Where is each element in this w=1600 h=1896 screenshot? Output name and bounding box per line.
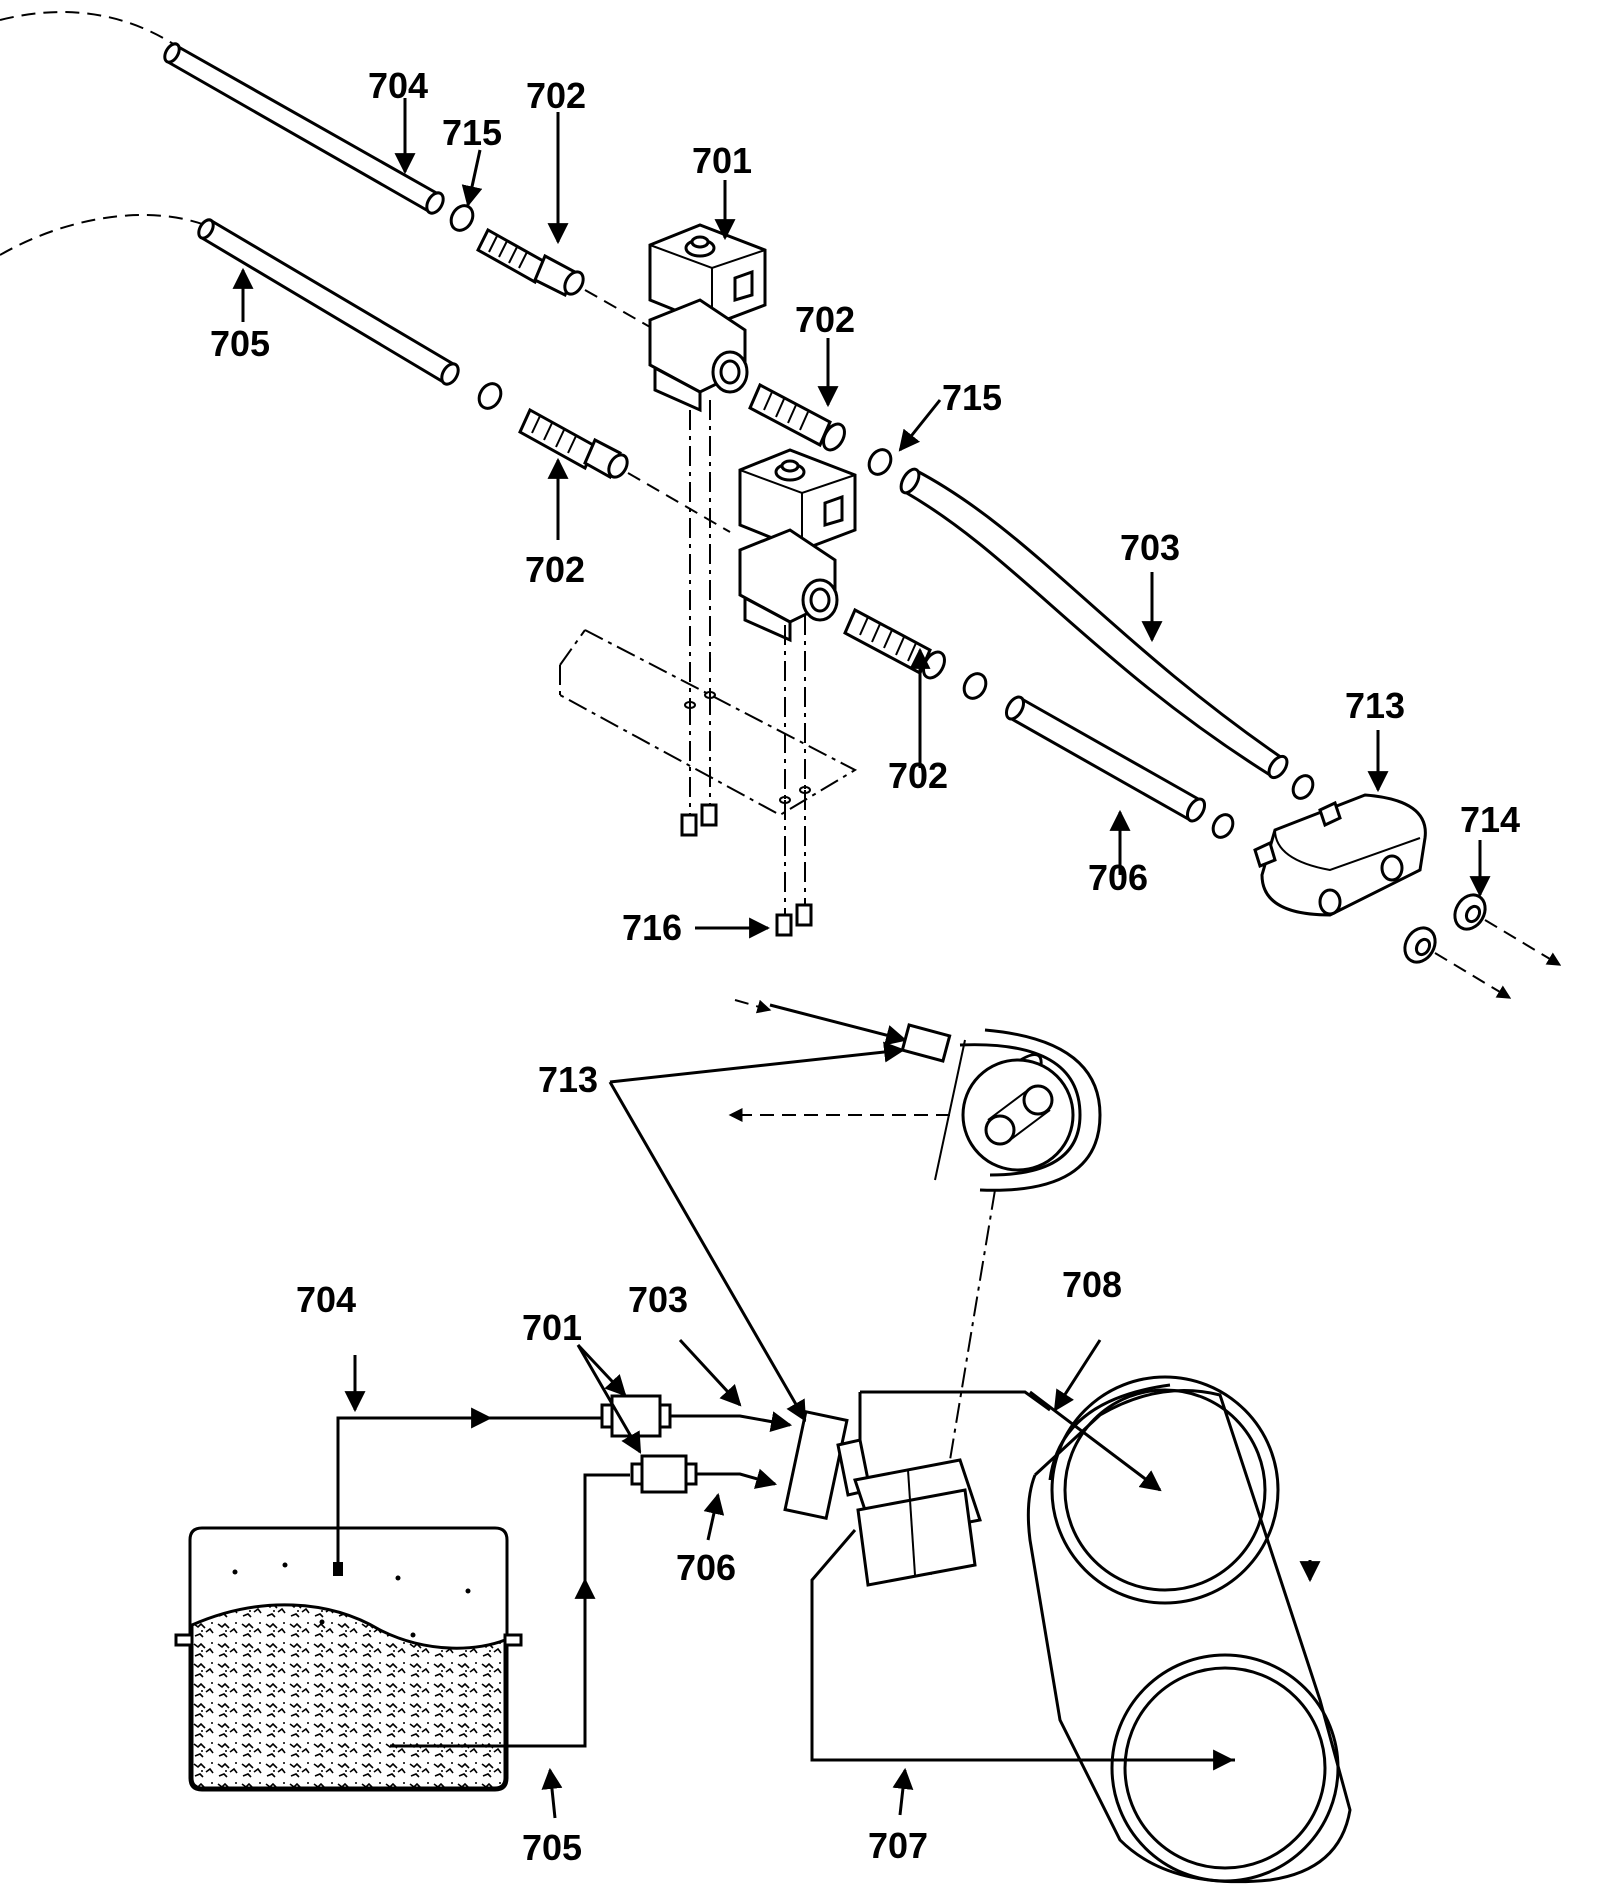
solenoid-valve-701-lower — [738, 448, 857, 643]
clamp-715-lower — [477, 382, 503, 410]
liquid — [190, 1603, 507, 1790]
supply-line-upper — [0, 11, 176, 46]
label-703-top: 703 — [1120, 527, 1180, 568]
hose-703 — [899, 467, 1289, 780]
fitting-702-upper — [476, 227, 585, 298]
part-labels: 704 715 702 701 705 702 715 702 703 713 … — [210, 65, 1520, 1868]
label-706-top: 706 — [1088, 857, 1148, 898]
label-702-top: 702 — [526, 75, 586, 116]
label-701-top: 701 — [692, 140, 752, 181]
fitting-702-lower-left — [518, 407, 629, 480]
label-713-bottom: 713 — [538, 1059, 598, 1100]
line-707 — [810, 1529, 1235, 1762]
clamp-715-upper — [449, 204, 475, 232]
label-705-bottom: 705 — [522, 1827, 582, 1868]
manifold-713-schematic — [783, 1409, 849, 1521]
label-701-bottom: 701 — [522, 1307, 582, 1348]
label-702-right: 702 — [795, 299, 855, 340]
supply-line-lower — [0, 214, 206, 256]
line-704 — [336, 1416, 610, 1572]
line-703 — [670, 1411, 793, 1432]
label-704-top: 704 — [368, 65, 428, 106]
pump-head — [728, 999, 1102, 1192]
hose-705 — [197, 218, 460, 386]
label-713-top: 713 — [1345, 685, 1405, 726]
label-716: 716 — [622, 907, 682, 948]
label-714: 714 — [1460, 799, 1520, 840]
screw-716 — [680, 695, 813, 937]
solenoid-valve-701-upper — [648, 223, 767, 413]
fitting-702-lower-right — [843, 607, 946, 680]
leaders — [232, 98, 1491, 1819]
hose-706 — [1004, 695, 1207, 823]
tank — [174, 1526, 523, 1792]
label-715-right: 715 — [942, 377, 1002, 418]
label-706-bottom: 706 — [676, 1547, 736, 1588]
cap-714 — [1403, 893, 1487, 964]
line-706 — [696, 1468, 778, 1489]
roller-708 — [1026, 1375, 1352, 1884]
valve-701-lower — [640, 1454, 688, 1494]
pump-body — [836, 1390, 1051, 1587]
manifold-713 — [1253, 793, 1427, 917]
label-703-bottom: 703 — [628, 1279, 688, 1320]
label-705-top: 705 — [210, 323, 270, 364]
clamp-715-right — [867, 448, 893, 476]
label-702-lower-right: 702 — [888, 755, 948, 796]
exploded-view — [0, 11, 1562, 999]
label-708: 708 — [1062, 1264, 1122, 1305]
label-704-bottom: 704 — [296, 1279, 356, 1320]
label-715-top: 715 — [442, 112, 502, 153]
label-702-lower-left: 702 — [525, 549, 585, 590]
fitting-702-right — [748, 382, 846, 452]
schematic — [174, 999, 1352, 1884]
label-707: 707 — [868, 1825, 928, 1866]
